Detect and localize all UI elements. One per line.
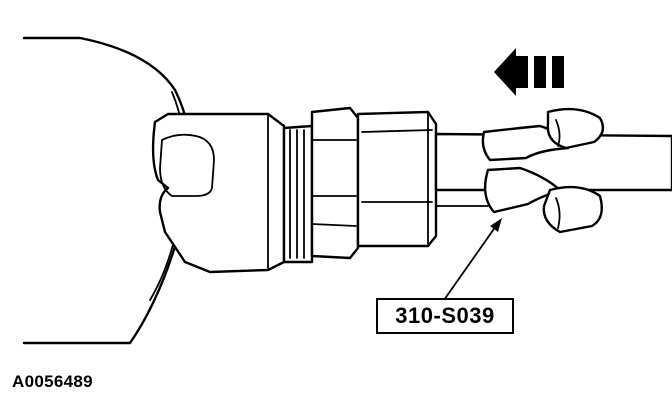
hex-nut-front: [356, 110, 438, 248]
disconnect-tool-upper-jaw: [481, 107, 605, 162]
filter-outlet-housing: [151, 112, 286, 274]
left-arrow-icon: [494, 48, 564, 96]
figure-id: A0056489: [12, 372, 93, 391]
tool-leader-line: [443, 218, 502, 301]
threaded-fitting: [282, 124, 314, 264]
hex-nut-rear: [310, 106, 360, 260]
tool-label-callout: 310-S039: [376, 298, 514, 334]
tool-part-number: 310-S039: [395, 303, 495, 328]
disconnect-tool-lower-jaw: [483, 166, 603, 234]
